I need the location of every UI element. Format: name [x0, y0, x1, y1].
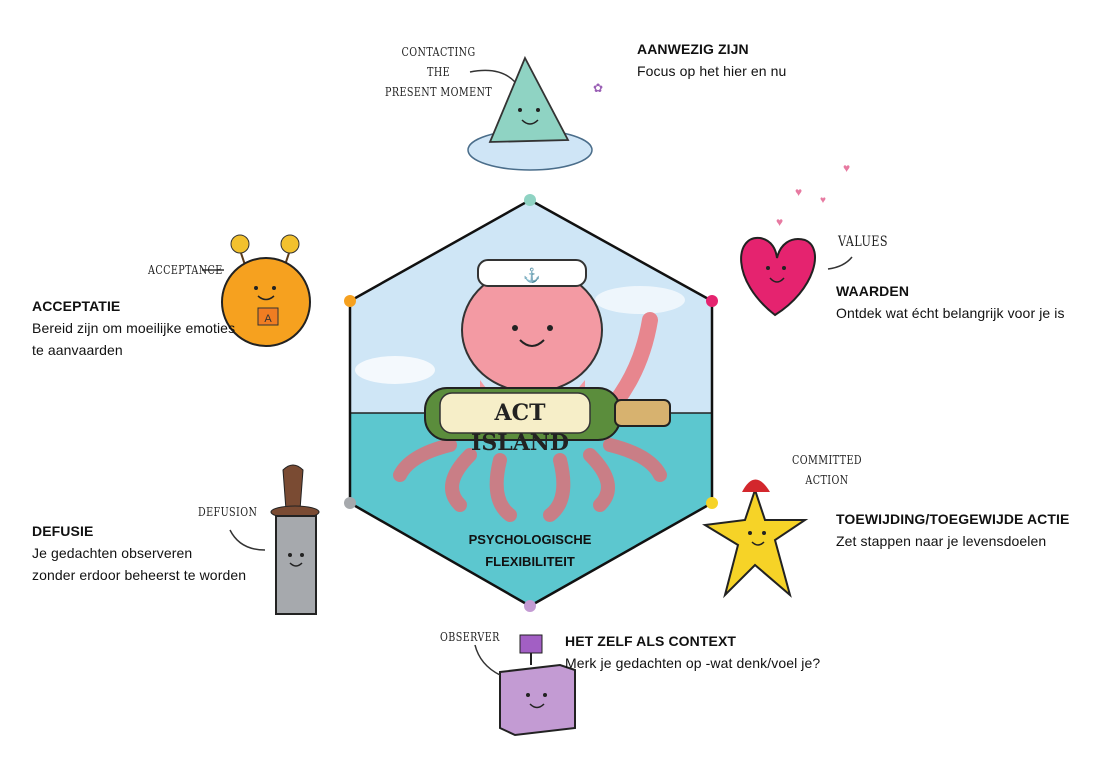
butterfly-icon: ✿ — [593, 81, 603, 95]
process-zelf-als-context: HET ZELF ALS CONTEXT Merk je gedachten o… — [565, 630, 820, 674]
observer-character — [474, 634, 576, 737]
sailor-hat — [477, 259, 587, 287]
process-acceptatie: ACCEPTATIE Bereid zijn om moeilijke emot… — [32, 295, 235, 361]
center-title: PSYCHOLOGISCHE FLEXIBILITEIT — [440, 529, 620, 573]
process-title: DEFUSIE — [32, 523, 94, 539]
process-description: Merk je gedachten op -wat denk/voel je? — [565, 655, 821, 671]
heart-icon: ♥ — [776, 215, 783, 229]
process-title: TOEWIJDING/TOEGEWIJDE ACTIE — [836, 511, 1070, 527]
heart-icon: ♥ — [820, 195, 826, 206]
defusion-character — [229, 464, 320, 615]
heart-icon: ♥ — [795, 185, 802, 199]
process-title: HET ZELF ALS CONTEXT — [565, 633, 737, 649]
process-description: Focus op het hier en nu — [637, 63, 787, 79]
process-aanwezig-zijn: AANWEZIG ZIJN Focus op het hier en nu — [637, 38, 786, 82]
acceptance-character: A — [202, 234, 311, 347]
act-island-banner: ACT ISLAND — [471, 400, 569, 456]
hand-label-contacting-present-moment: Contactingthepresent moment — [385, 45, 493, 99]
process-title: ACCEPTATIE — [32, 298, 121, 314]
arrow-icon — [469, 69, 516, 83]
process-description: zonder erdoor beheerst te worden — [32, 567, 247, 583]
hand-label-acceptance: Acceptance — [148, 263, 223, 277]
center-title-line: FLEXIBILITEIT — [485, 554, 575, 569]
hand-label-values: Values — [838, 234, 888, 250]
hand-label-committed-action: CommittedAction — [792, 453, 862, 487]
process-description: Bereid zijn om moeilijke emoties — [32, 320, 236, 336]
committed-action-star-character — [702, 479, 809, 599]
process-description: te aanvaarden — [32, 342, 123, 358]
process-defusie: DEFUSIE Je gedachten observeren zonder e… — [32, 520, 246, 586]
heart-icon: ♥ — [843, 161, 850, 175]
cloud — [595, 286, 685, 314]
process-title: AANWEZIG ZIJN — [637, 41, 749, 57]
process-description: Je gedachten observeren — [32, 545, 193, 561]
process-waarden: WAARDEN Ontdek wat écht belangrijk voor … — [836, 280, 1065, 324]
center-title-line: PSYCHOLOGISCHE — [468, 532, 592, 547]
process-toewijding: TOEWIJDING/TOEGEWIJDE ACTIE Zet stappen … — [836, 508, 1069, 552]
letter-block: A — [264, 313, 272, 325]
bottle — [424, 387, 671, 441]
present-moment-character: ✿ — [467, 55, 603, 171]
hand-label-observer: Observer — [440, 630, 500, 644]
values-heart-character: ♥ ♥ ♥ ♥ — [740, 161, 853, 317]
process-description: Zet stappen naar je levensdoelen — [836, 533, 1047, 549]
cloud — [355, 356, 435, 384]
process-title: WAARDEN — [836, 283, 910, 299]
process-description: Ontdek wat écht belangrijk voor je is — [836, 305, 1065, 321]
hand-label-defusion: Defusion — [198, 505, 258, 519]
svg-text:⚓: ⚓ — [523, 267, 540, 284]
